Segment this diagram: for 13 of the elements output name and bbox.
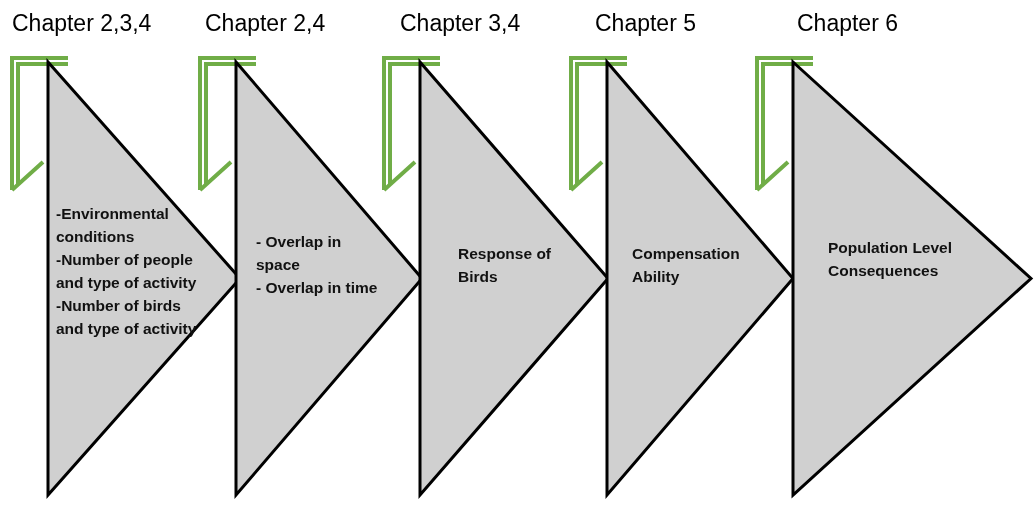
step-text: Response of Birds bbox=[458, 244, 552, 287]
step-text: -Number of people and type of activity bbox=[56, 250, 198, 293]
chapter-label: Chapter 6 bbox=[797, 10, 898, 37]
chapter-label: Chapter 2,4 bbox=[205, 10, 326, 37]
step-text: Population Level Consequences bbox=[828, 238, 953, 281]
chapter-label: Chapter 3,4 bbox=[400, 10, 521, 37]
step-text: -Number of birds and type of activity bbox=[56, 296, 198, 339]
step-text: -Environmental conditions bbox=[56, 204, 170, 247]
step-text: Compensation Ability bbox=[632, 244, 741, 287]
step-text: - Overlap in time bbox=[256, 278, 379, 298]
step-text: - Overlap in space bbox=[256, 232, 343, 275]
chapter-label: Chapter 2,3,4 bbox=[12, 10, 152, 37]
chapter-label: Chapter 5 bbox=[595, 10, 696, 37]
